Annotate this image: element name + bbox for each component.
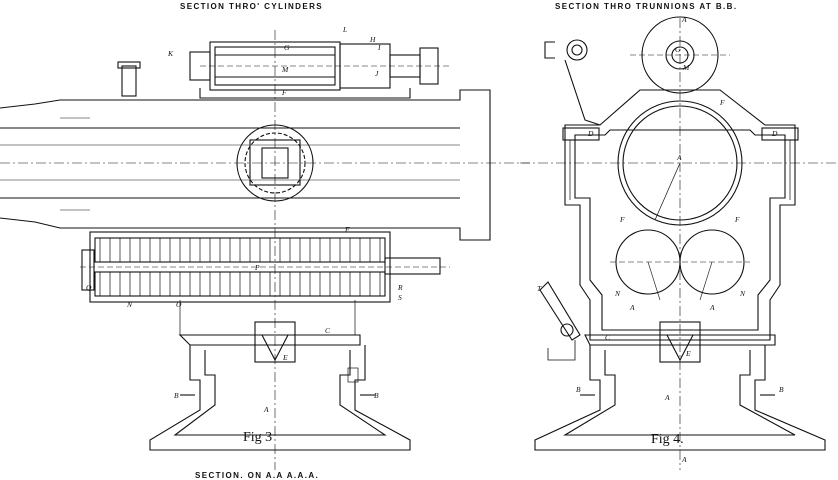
label-a-left: A bbox=[263, 405, 269, 414]
label-n-right1: N bbox=[614, 289, 621, 298]
label-c-right: C bbox=[605, 333, 611, 342]
label-b-left2: B bbox=[374, 391, 379, 400]
label-n-right2: N bbox=[739, 289, 746, 298]
label-c-left: C bbox=[325, 326, 331, 335]
label-e-left: E bbox=[282, 353, 288, 362]
label-b-right2: B bbox=[779, 385, 784, 394]
label-t: T bbox=[537, 284, 542, 293]
label-a-right-top: A bbox=[681, 15, 687, 24]
label-f-right-l: F bbox=[619, 215, 625, 224]
label-d-left: D bbox=[587, 129, 594, 138]
label-b-right1: B bbox=[576, 385, 581, 394]
label-f-right-r: F bbox=[734, 215, 740, 224]
label-q: Q bbox=[86, 283, 92, 292]
label-p: P bbox=[254, 263, 260, 272]
label-f-mid: F bbox=[344, 225, 350, 234]
label-n-left: N bbox=[126, 300, 133, 309]
label-a-right-base: A bbox=[664, 393, 670, 402]
label-a-right-bottom: A bbox=[681, 455, 687, 464]
label-g-right: G bbox=[675, 45, 681, 54]
label-a-right-r: A bbox=[709, 303, 715, 312]
label-m-right: M bbox=[682, 63, 690, 72]
fig4-drawing bbox=[520, 16, 838, 470]
label-a-right-l: A bbox=[629, 303, 635, 312]
caption-bottom-left: SECTION. ON A.A A.A.A. bbox=[195, 471, 319, 480]
label-a-circle: A bbox=[676, 153, 682, 162]
label-o: O bbox=[176, 300, 182, 309]
label-l: L bbox=[342, 25, 347, 34]
label-i: I bbox=[377, 43, 381, 52]
caption-top-left: SECTION THRO' CYLINDERS bbox=[180, 2, 323, 11]
label-k: K bbox=[167, 49, 174, 58]
label-d-right: D bbox=[771, 129, 778, 138]
caption-top-right: SECTION THRO TRUNNIONS AT B.B. bbox=[555, 2, 737, 11]
label-g: G bbox=[284, 43, 290, 52]
fig3-drawing bbox=[0, 30, 530, 470]
label-j: J bbox=[375, 69, 379, 78]
label-s: S bbox=[398, 293, 402, 302]
label-f-top: F bbox=[281, 88, 287, 97]
label-e-right: E bbox=[685, 349, 691, 358]
label-b-left1: B bbox=[174, 391, 179, 400]
label-f-right-top: F bbox=[719, 98, 725, 107]
fig3-label: Fig 3 bbox=[243, 430, 272, 445]
label-m: M bbox=[281, 65, 289, 74]
fig4-label: Fig 4. bbox=[651, 432, 684, 447]
label-r: R bbox=[397, 283, 403, 292]
label-h: H bbox=[369, 35, 376, 44]
